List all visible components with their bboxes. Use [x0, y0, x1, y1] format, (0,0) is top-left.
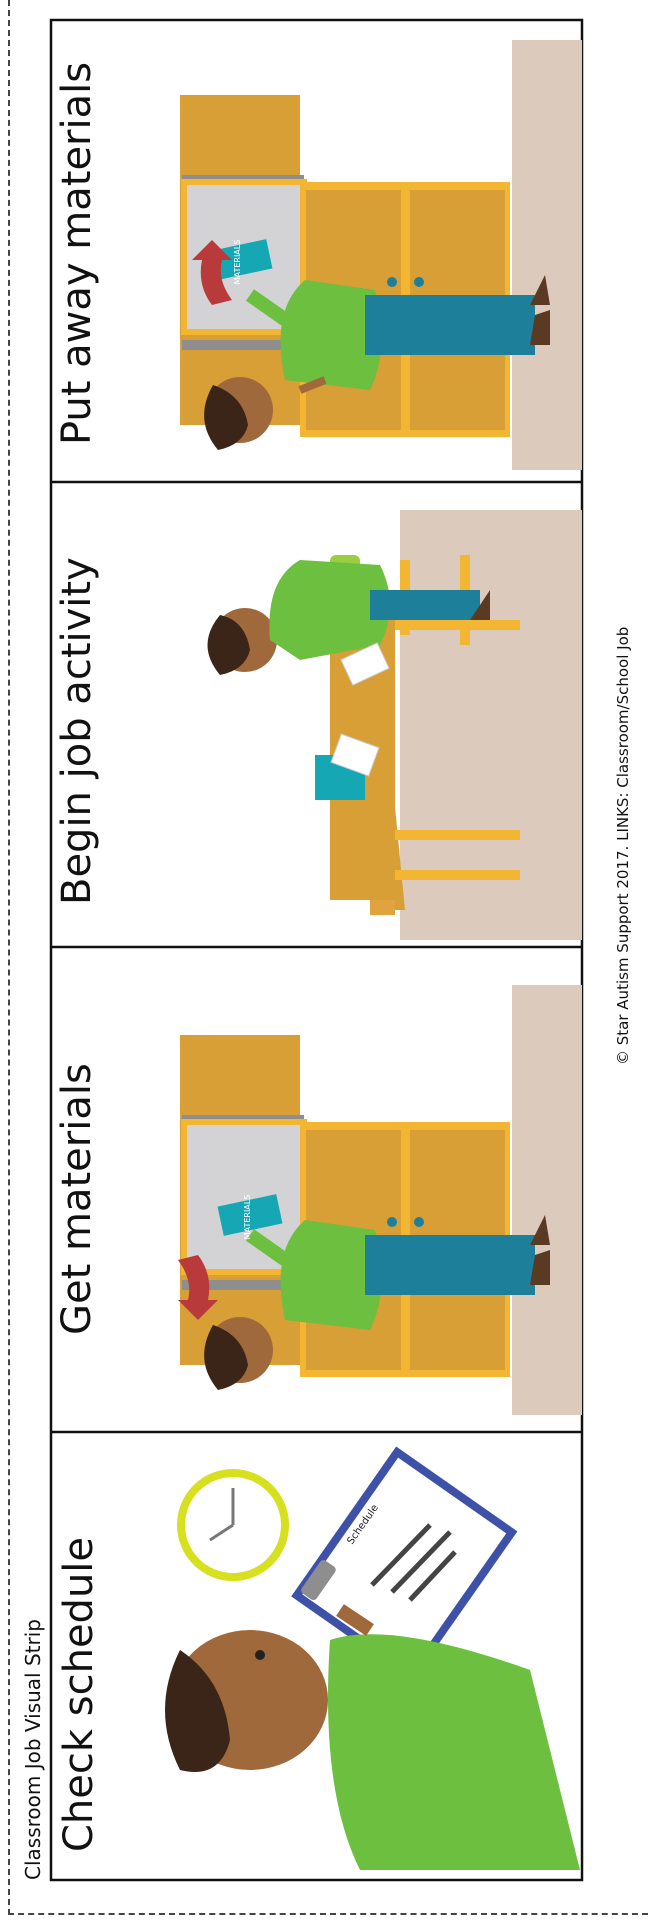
panel-label: Get materials: [54, 1063, 100, 1335]
materials-box-label: MATERIALS: [243, 1195, 252, 1240]
boy-figure: [165, 1610, 580, 1870]
strip-title: Classroom Job Visual Strip: [21, 1619, 45, 1880]
panel-label: Check schedule: [56, 1537, 102, 1852]
panel-begin-job-activity: Begin job activity: [54, 510, 582, 940]
panel-put-away-materials: MATERIALS Put away materials: [54, 40, 582, 470]
copyright-notice: © Star Autism Support 2017. LINKS: Class…: [614, 627, 632, 1065]
panel-check-schedule: Schedule Check schedule: [56, 1452, 580, 1870]
materials-box-label: MATERIALS: [233, 240, 242, 285]
panel-label: Begin job activity: [54, 557, 100, 905]
panel-label: Put away materials: [54, 62, 100, 445]
panel-get-materials: MATERIALS Get materials: [54, 985, 582, 1415]
clock-icon: [181, 1473, 285, 1577]
